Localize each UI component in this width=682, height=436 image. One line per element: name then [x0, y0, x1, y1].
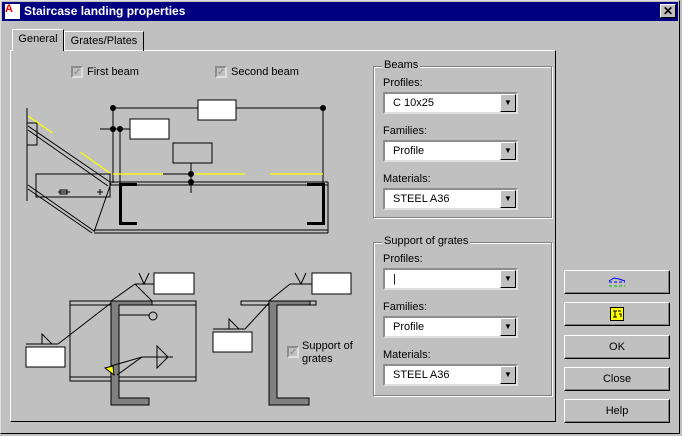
title-bar: A Staircase landing properties ✕: [2, 2, 678, 21]
support-families-select[interactable]: Profile ▼: [383, 316, 518, 338]
beams-families-value: Profile: [393, 145, 425, 157]
support-of-grates-label: Support of: [302, 340, 353, 352]
beams-group-title: Beams: [382, 59, 421, 71]
tab-panel-general: [10, 50, 556, 422]
chevron-down-icon[interactable]: ▼: [500, 94, 516, 112]
support-of-grates-label-2: grates: [302, 353, 333, 365]
close-button[interactable]: Close: [564, 367, 670, 391]
tab-grates-plates[interactable]: Grates/Plates: [64, 31, 144, 51]
beams-materials-select[interactable]: STEEL A36 ▼: [383, 188, 518, 210]
app-icon: A: [5, 4, 20, 19]
support-profiles-value: |: [393, 273, 396, 285]
ok-button[interactable]: OK: [564, 335, 670, 359]
beams-profiles-label: Profiles:: [383, 77, 423, 89]
support-families-label: Families:: [383, 301, 428, 313]
help-button[interactable]: Help: [564, 399, 670, 423]
window-title: Staircase landing properties: [24, 4, 186, 18]
support-profiles-label: Profiles:: [383, 253, 423, 265]
properties-button[interactable]: [564, 302, 670, 326]
beams-group: [373, 66, 552, 218]
chevron-down-icon[interactable]: ▼: [500, 318, 516, 336]
chevron-down-icon[interactable]: ▼: [500, 190, 516, 208]
support-materials-value: STEEL A36: [393, 369, 450, 381]
support-group-title: Support of grates: [382, 235, 471, 247]
beams-materials-label: Materials:: [383, 173, 431, 185]
first-beam-label: First beam: [87, 66, 139, 78]
beams-materials-value: STEEL A36: [393, 193, 450, 205]
support-of-grates-checkbox[interactable]: ✓: [287, 346, 299, 358]
first-beam-checkbox[interactable]: ✓: [71, 66, 83, 78]
second-beam-label: Second beam: [231, 66, 299, 78]
second-beam-checkbox[interactable]: ✓: [215, 66, 227, 78]
support-materials-select[interactable]: STEEL A36 ▼: [383, 364, 518, 386]
close-window-button[interactable]: ✕: [660, 4, 676, 18]
beams-profiles-select[interactable]: C 10x25 ▼: [383, 92, 518, 114]
beams-families-label: Families:: [383, 125, 428, 137]
chevron-down-icon[interactable]: ▼: [500, 142, 516, 160]
staircase-icon: [608, 277, 626, 287]
staircase-view-button[interactable]: [564, 270, 670, 294]
chevron-down-icon[interactable]: ▼: [500, 366, 516, 384]
support-profiles-select[interactable]: |▼: [383, 268, 518, 290]
properties-icon: [610, 307, 624, 321]
chevron-down-icon[interactable]: ▼: [500, 270, 516, 288]
support-families-value: Profile: [393, 321, 425, 333]
tab-general[interactable]: General: [12, 29, 64, 51]
beams-profiles-value: C 10x25: [393, 97, 434, 109]
beams-families-select[interactable]: Profile ▼: [383, 140, 518, 162]
support-materials-label: Materials:: [383, 349, 431, 361]
